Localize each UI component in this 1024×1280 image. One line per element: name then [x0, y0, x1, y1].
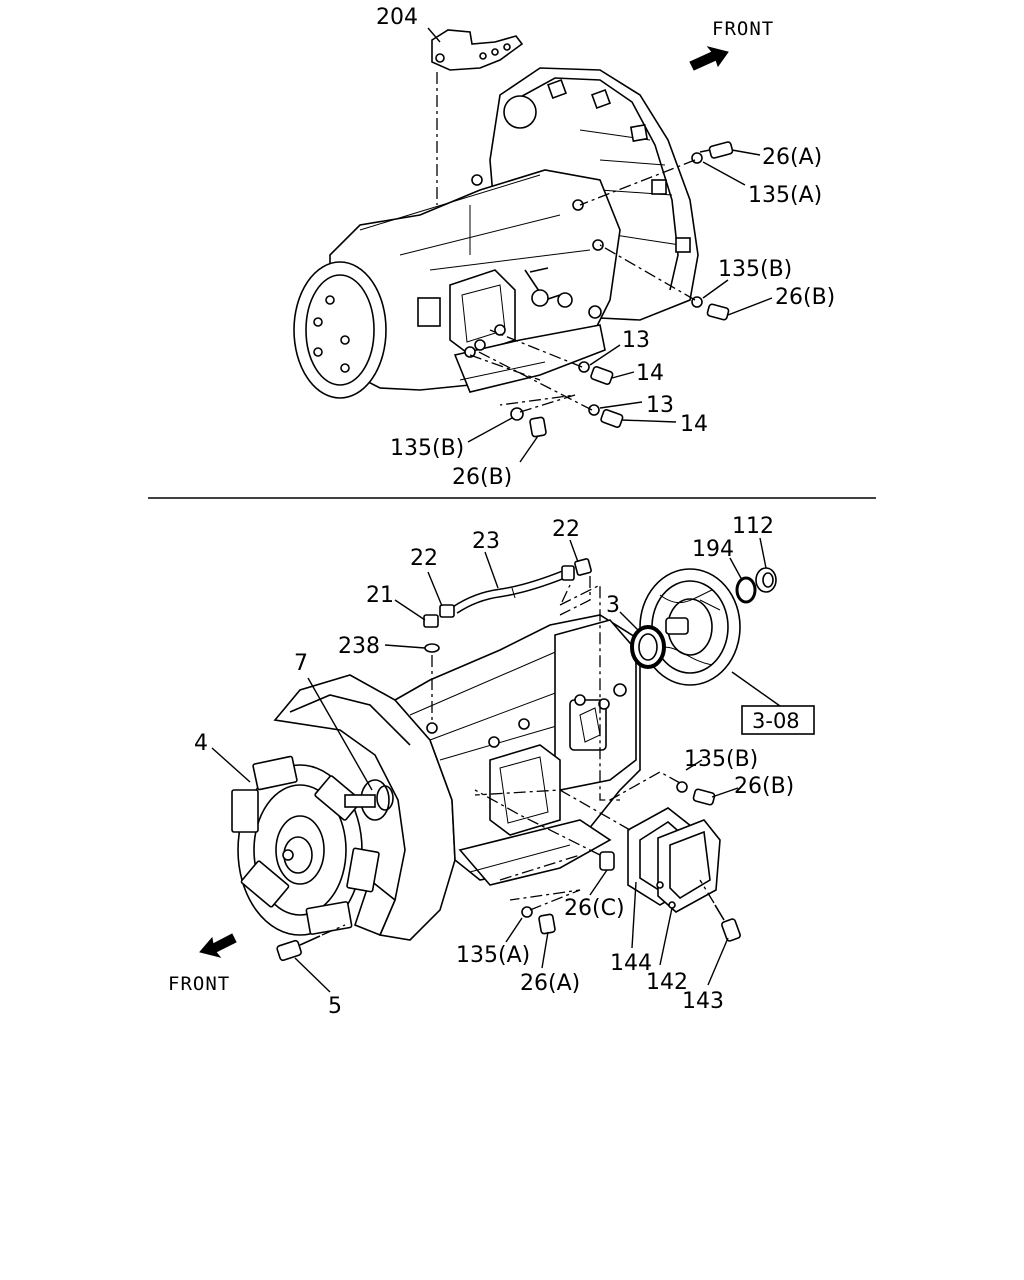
callout-14-first: 14: [636, 361, 664, 386]
bracket-204: [431, 29, 524, 71]
callout-238: 238: [338, 634, 380, 659]
bolt-5: [276, 924, 346, 962]
callout-13-first: 13: [622, 328, 650, 353]
callout-204: 204: [376, 5, 418, 30]
oil-pipe-assembly: [423, 558, 592, 720]
callout-5: 5: [328, 994, 342, 1019]
callout-26a-lower: 26(A): [520, 971, 580, 996]
callout-135b-lower: 135(B): [684, 747, 758, 772]
upper-transmission-view: FRONT: [293, 5, 835, 490]
callout-112: 112: [732, 514, 774, 539]
callout-26c: 26(C): [564, 896, 625, 921]
callout-22-right: 22: [552, 517, 580, 542]
callout-143: 143: [682, 989, 724, 1014]
front-label-upper: FRONT: [712, 18, 774, 40]
side-cover-assembly: [627, 807, 741, 942]
lower-transmission-housing: [273, 583, 641, 941]
callout-4: 4: [194, 731, 208, 756]
upper-fasteners: [510, 141, 734, 438]
front-arrow-lower: [199, 933, 237, 958]
callout-21: 21: [366, 583, 394, 608]
callout-3: 3: [606, 593, 620, 618]
reference-box-3-08[interactable]: 3-08: [741, 705, 815, 735]
callout-13-second: 13: [646, 393, 674, 418]
front-label-lower: FRONT: [168, 973, 230, 995]
torque-converter-assembly: [630, 567, 777, 686]
upper-transmission-housing: [293, 67, 699, 399]
callout-26b-lower: 26(B): [734, 774, 794, 799]
callout-144: 144: [610, 951, 652, 976]
callout-7: 7: [294, 651, 308, 676]
callout-14-second: 14: [680, 412, 708, 437]
callout-142: 142: [646, 970, 688, 995]
callout-23: 23: [472, 529, 500, 554]
callout-26a-upper: 26(A): [762, 145, 822, 170]
reference-label: 3-08: [752, 709, 800, 733]
callout-135b-upper-right: 135(B): [718, 257, 792, 282]
lower-transmission-view: FRONT: [168, 514, 815, 1019]
drive-plate-assembly: [231, 755, 394, 936]
callout-135a-upper: 135(A): [748, 183, 822, 208]
callout-135b-upper-bottom: 135(B): [390, 436, 464, 461]
callout-26b-upper-bottom: 26(B): [452, 465, 512, 490]
lower-fasteners: [521, 781, 716, 935]
callout-26b-upper-right: 26(B): [775, 285, 835, 310]
callout-194: 194: [692, 537, 734, 562]
callout-135a-lower: 135(A): [456, 943, 530, 968]
callout-22-left: 22: [410, 546, 438, 571]
front-arrow-upper: [689, 46, 729, 71]
